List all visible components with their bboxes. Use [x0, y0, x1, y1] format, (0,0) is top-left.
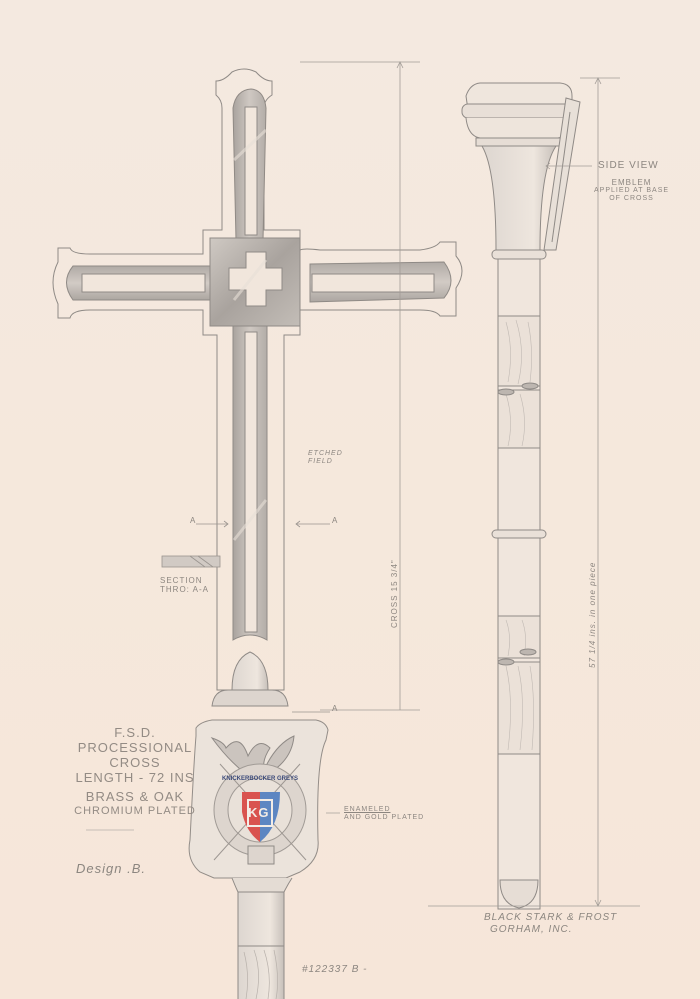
cross-dimension-line [300, 61, 420, 711]
side-view-label: SIDE VIEW [598, 160, 659, 171]
section-marker-right: A [332, 516, 339, 525]
spec-block: F.S.D. PROCESSIONAL CROSS LENGTH - 72 IN… [60, 725, 210, 817]
cross-front-view [52, 68, 463, 999]
emblem-monogram: KG [248, 805, 270, 820]
spec-subtitle: CROSS [109, 754, 161, 770]
emblem-note: EMBLEM APPLIED AT BASE OF CROSS [594, 178, 670, 203]
cross-dimension-label: CROSS 15 3/4" [390, 559, 399, 628]
design-label: Design .B. [76, 861, 146, 876]
enameled-note: ENAMELED AND GOLD PLATED [344, 806, 425, 822]
section-label: SECTION THRO: A-A [160, 576, 210, 595]
emblem-ribbon-text: KNICKERBOCKER GREYS [221, 776, 298, 782]
section-markers [161, 520, 330, 713]
cross-side-view [461, 82, 581, 910]
maker-block: BLACK STARK & FROST GORHAM, INC. [484, 912, 618, 935]
section-marker-base: A [332, 704, 339, 713]
spec-org: F.S.D. [114, 725, 156, 740]
etched-field-note: ETCHED FIELD [308, 450, 343, 466]
spec-length: LENGTH - 72 INS [75, 769, 195, 785]
section-marker-left: A [190, 516, 197, 525]
overall-dimension-line [428, 77, 640, 907]
spec-title: PROCESSIONAL [77, 739, 193, 755]
spec-finish: CHROMIUM PLATED [74, 804, 196, 817]
catalog-number: #122337 B - [302, 964, 368, 975]
spec-material: BRASS & OAK [85, 788, 185, 804]
overall-dimension-label: 57 1/4 ins. in one piece [588, 561, 597, 668]
